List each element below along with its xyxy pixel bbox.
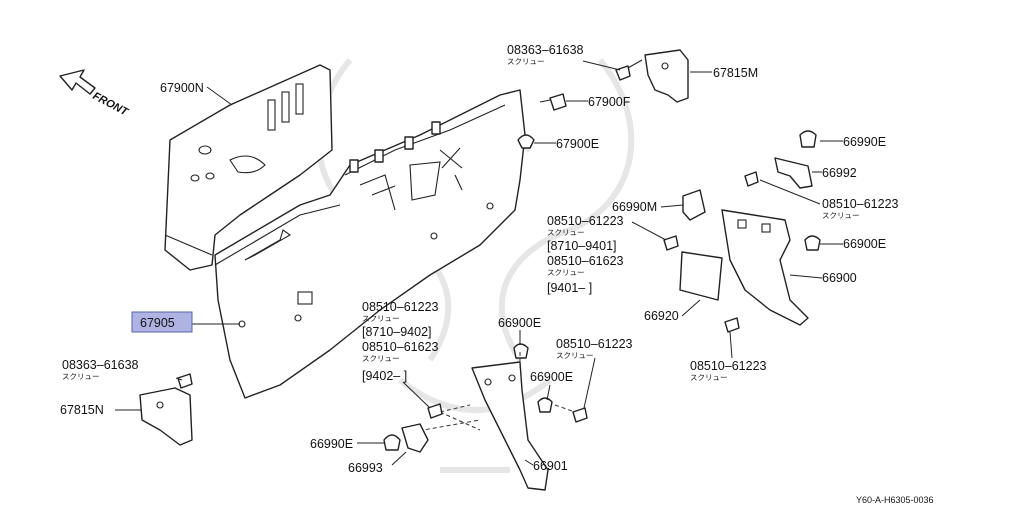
label-67815n[interactable]: 67815N <box>60 403 104 417</box>
bracket-66992 <box>774 157 813 189</box>
label-08510-mid2[interactable]: 08510–61623 <box>547 254 624 268</box>
label-08510-right2[interactable]: 08510–61223 <box>690 359 767 373</box>
clip-66900e-right-icon <box>804 235 821 251</box>
note-screw-5: スクリュー <box>690 373 728 382</box>
label-66990m[interactable]: 66990M <box>612 200 657 214</box>
note-screw-4: スクリュー <box>547 268 585 277</box>
insulator-67900n <box>164 64 333 271</box>
clip-67900f-icon <box>539 93 567 111</box>
note-screw-1: スクリュー <box>507 57 545 66</box>
clip-66990e-bottom-icon <box>383 434 401 451</box>
pad-66920 <box>679 251 723 301</box>
lower-panel-66900 <box>721 209 809 326</box>
clip-66990e-right-icon <box>799 130 817 148</box>
clip-66900e-center2-icon <box>537 397 553 413</box>
front-arrow-icon <box>59 69 96 95</box>
note-screw-3: スクリュー <box>547 228 585 237</box>
label-67900e-top[interactable]: 67900E <box>556 137 599 151</box>
note-screw-2: スクリュー <box>822 211 860 220</box>
assembly-dashed-lines <box>411 352 576 433</box>
label-66990e-right[interactable]: 66990E <box>843 135 886 149</box>
label-08510-center2[interactable]: 08510–61623 <box>362 340 439 354</box>
bracket-67815n <box>139 387 193 446</box>
label-66993[interactable]: 66993 <box>348 461 383 475</box>
screw-66900-lower-icon <box>724 317 740 333</box>
image-code: Y60-A-H6305-0036 <box>856 495 934 505</box>
screw-66992-icon <box>744 171 759 187</box>
label-08510-center3[interactable]: 08510–61223 <box>556 337 633 351</box>
label-range-9402: [9402– ] <box>362 369 407 383</box>
label-66920[interactable]: 66920 <box>644 309 679 323</box>
screw-center-icon <box>572 407 588 423</box>
label-66990e-bottom[interactable]: 66990E <box>310 437 353 451</box>
label-08510-center1[interactable]: 08510–61223 <box>362 300 439 314</box>
screw-66993-icon <box>427 403 443 419</box>
label-08363-top[interactable]: 08363–61638 <box>507 43 584 57</box>
label-66992[interactable]: 66992 <box>822 166 857 180</box>
clip-67900e-top-icon <box>517 134 535 149</box>
front-label: FRONT <box>91 90 131 119</box>
bracket-66990m <box>682 189 706 221</box>
label-67905[interactable]: 67905 <box>140 316 175 330</box>
clip-66993-icon <box>401 423 429 453</box>
clip-66900e-center-icon <box>513 343 529 359</box>
label-range-9401: [9401– ] <box>547 281 592 295</box>
label-66901[interactable]: 66901 <box>533 459 568 473</box>
highlight-67905[interactable] <box>131 311 193 333</box>
label-range-8710-9402: [8710–9402] <box>362 325 432 339</box>
label-08510-mid1[interactable]: 08510–61223 <box>547 214 624 228</box>
label-67815m[interactable]: 67815M <box>713 66 758 80</box>
label-67900f[interactable]: 67900F <box>588 95 631 109</box>
bracket-67815m <box>644 49 689 103</box>
note-screw-9: スクリュー <box>62 372 100 381</box>
note-screw-6: スクリュー <box>362 314 400 323</box>
label-08363-left[interactable]: 08363–61638 <box>62 358 139 372</box>
label-66900[interactable]: 66900 <box>822 271 857 285</box>
label-66900e-center1[interactable]: 66900E <box>498 316 541 330</box>
leader-lines <box>115 60 843 466</box>
screw-67815n-icon <box>177 373 193 389</box>
label-08510-right1[interactable]: 08510–61223 <box>822 197 899 211</box>
note-screw-8: スクリュー <box>556 351 594 360</box>
note-screw-7: スクリュー <box>362 354 400 363</box>
label-range-8710-9401: [8710–9401] <box>547 239 617 253</box>
screw-66990m-icon <box>663 235 679 251</box>
label-67900n[interactable]: 67900N <box>160 81 204 95</box>
label-66900e-right[interactable]: 66900E <box>843 237 886 251</box>
lower-bracket-66901 <box>471 361 549 491</box>
label-66900e-center2[interactable]: 66900E <box>530 370 573 384</box>
dash-insulator-67905 <box>214 89 526 399</box>
